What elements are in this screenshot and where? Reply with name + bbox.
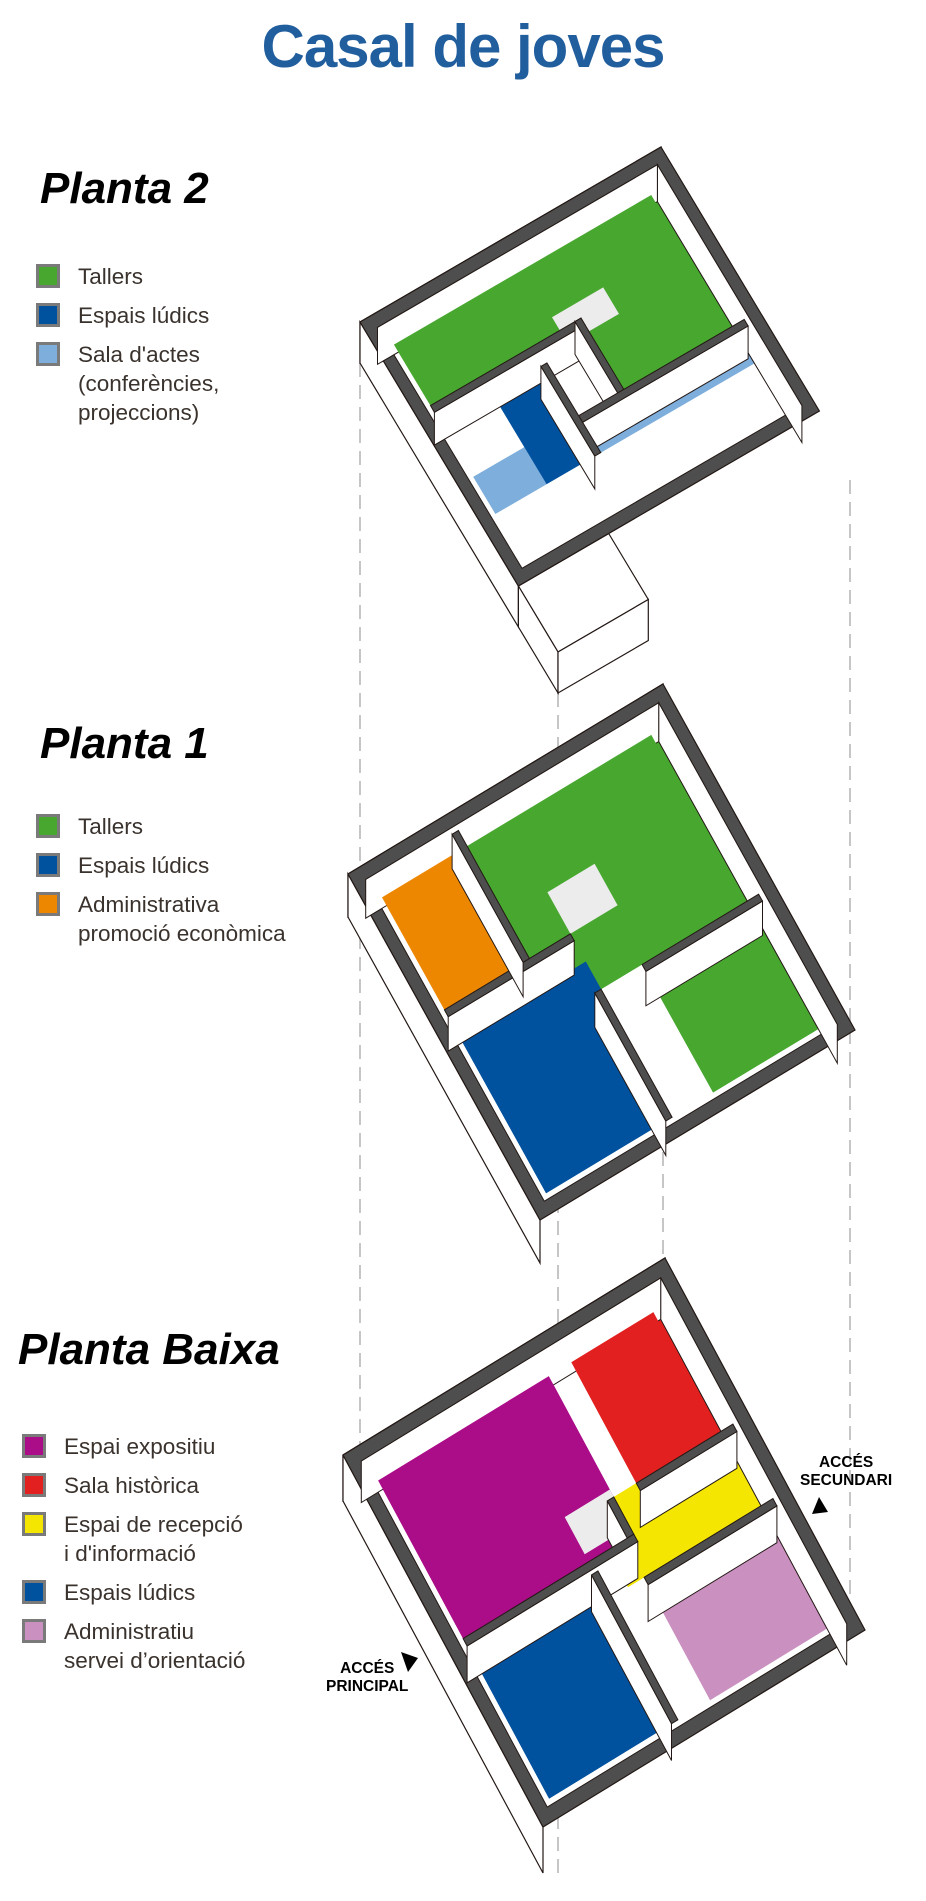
legend-item: Espai de recepció i d'informació: [22, 1510, 245, 1568]
legend-planta-baixa: Espai expositiu Sala històrica Espai de …: [22, 1432, 245, 1685]
legend-label: Tallers: [78, 814, 144, 839]
access-label-secundari: ACCÉS SECUNDARI: [800, 1454, 893, 1489]
legend-swatch: [22, 1473, 46, 1497]
legend-label: Espai expositiu: [64, 1434, 216, 1459]
floor-title-planta-1: Planta 1: [40, 719, 209, 768]
legend-swatch: [36, 264, 60, 288]
page-title: Casal de joves: [261, 13, 666, 80]
partition-wall-top: [443, 933, 575, 1018]
legend-swatch: [36, 892, 60, 916]
legend-swatch: [36, 303, 60, 327]
legend-item: Espais lúdics: [22, 1578, 245, 1607]
legend-item: Administrativa promoció econòmica: [36, 890, 286, 948]
legend-label: Espais lúdics: [64, 1580, 196, 1605]
stairs: [547, 863, 618, 934]
legend-label: Sala històrica: [64, 1473, 200, 1498]
legend-item: Espai expositiu: [22, 1432, 245, 1461]
partition-wall-top: [590, 1570, 679, 1725]
legend-swatch: [22, 1619, 46, 1643]
legend-item: Tallers: [36, 812, 286, 841]
tallers-room: [467, 734, 816, 1093]
access-arrow-principal-icon: [401, 1652, 418, 1672]
legend-label: Espais lúdics: [78, 303, 210, 328]
legend-swatch: [22, 1512, 46, 1536]
terrace-side: [557, 598, 649, 695]
legend-item: Administratiu servei d’orientació: [22, 1617, 245, 1675]
legend-swatch: [36, 342, 60, 366]
legend-label: Administratiu servei d’orientació: [64, 1619, 246, 1673]
legend-label: Espais lúdics: [78, 853, 210, 878]
partition-wall-top: [540, 362, 602, 457]
partition-wall-top: [635, 1423, 738, 1492]
legend-planta-2: Tallers Espais lúdics Sala d'actes (conf…: [36, 262, 219, 437]
legend-item: Espais lúdics: [36, 301, 219, 330]
legend-label: Tallers: [78, 264, 144, 289]
floor-title-planta-baixa: Planta Baixa: [18, 1325, 280, 1374]
partition-wall-top: [451, 829, 531, 963]
legend-label: Administrativa promoció econòmica: [78, 892, 286, 946]
administrativa-room: [382, 846, 530, 1010]
legend-swatch: [36, 814, 60, 838]
legend-item: Espais lúdics: [36, 851, 286, 880]
legend-item: Sala històrica: [22, 1471, 245, 1500]
access-label-principal: ACCÉS PRINCIPAL: [326, 1660, 409, 1695]
partition-wall-top: [641, 893, 764, 973]
floor-plan-planta-2: [359, 145, 821, 696]
partition-wall-top: [462, 1533, 639, 1647]
legend-item: Tallers: [36, 262, 219, 291]
legend-label: Espai de recepció i d'informació: [64, 1512, 243, 1566]
partition-wall-top: [643, 1497, 778, 1586]
floor-plan-planta-baixa: [342, 1256, 866, 1874]
partition-wall-top: [594, 988, 673, 1122]
access-arrow-secundari-icon: [812, 1497, 828, 1514]
legend-label: Sala d'actes (conferències, projeccions): [78, 342, 220, 425]
legend-item: Sala d'actes (conferències, projeccions): [36, 340, 219, 427]
floor-title-planta-2: Planta 2: [40, 164, 209, 213]
tallers-room: [393, 195, 731, 406]
legend-planta-1: Tallers Espais lúdics Administrativa pro…: [36, 812, 286, 958]
sala-historica-room: [571, 1312, 719, 1484]
legend-swatch: [22, 1434, 46, 1458]
legend-swatch: [22, 1580, 46, 1604]
floor-plan-planta-1: [347, 682, 856, 1266]
espais-ludics-room: [459, 961, 673, 1194]
legend-swatch: [36, 853, 60, 877]
